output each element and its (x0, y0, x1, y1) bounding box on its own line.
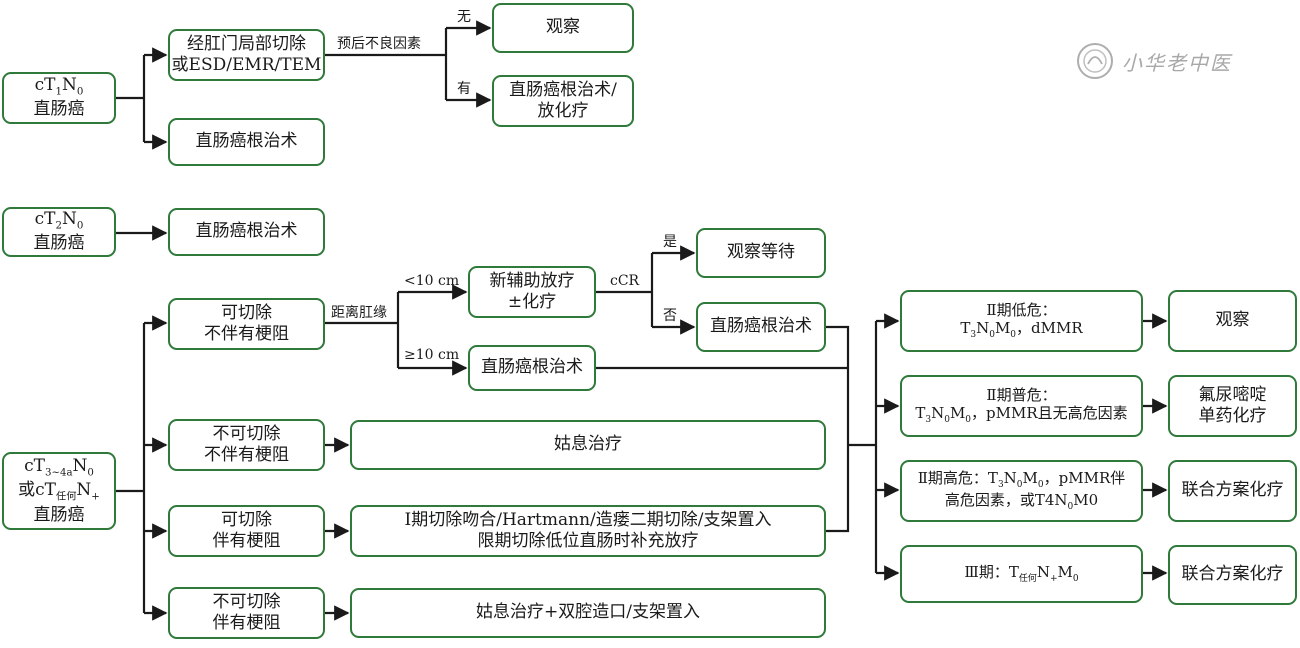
label-distance-from-anal-verge: 距离肛缘 (331, 305, 387, 321)
node-stage2-low-risk: Ⅱ期低危： T3N0M0，dMMR (900, 290, 1143, 352)
node-fluorouracil-monotherapy: 氟尿嘧啶 单药化疗 (1168, 375, 1297, 437)
node-unresectable-no-obstruction: 不可切除 不伴有梗阻 (168, 419, 325, 471)
node-local-excision: 经肛门局部切除 或ESD/EMR/TEM (168, 29, 325, 81)
node-radical-surgery-after-neoadjuvant: 直肠癌根治术 (696, 302, 826, 352)
node-radical-surgery-t1: 直肠癌根治术 (168, 118, 325, 166)
node-palliative-care: 姑息治疗 (350, 420, 826, 470)
watermark-text: 小华老中医 (1122, 50, 1232, 75)
seal-icon (1077, 43, 1113, 79)
node-observation-stage2: 观察 (1168, 290, 1297, 352)
node-observation-t1: 观察 (492, 3, 634, 53)
node-resectable-no-obstruction: 可切除 不伴有梗阻 (168, 298, 325, 350)
label-fou: 否 (663, 308, 677, 324)
node-radical-surgery-t2: 直肠癌根治术 (168, 208, 325, 256)
node-stage2-high-risk: Ⅱ期高危：T3N0M0，pMMR伴 高危因素，或T4N0M0 (900, 460, 1143, 522)
node-radical-surgery-distal: 直肠癌根治术 (468, 345, 596, 391)
label-yes: 有 (457, 81, 471, 97)
node-neoadjuvant-radiotherapy: 新辅助放疗 ±化疗 (468, 266, 596, 318)
node-palliative-stoma-stent: 姑息治疗+双腔造口/支架置入 (350, 588, 826, 638)
node-stage3: Ⅲ期：T任何N+M0 (900, 545, 1143, 603)
node-stage2-average-risk: Ⅱ期普危： T3N0M0，pMMR且无高危因素 (900, 375, 1143, 437)
node-radical-or-chemoradiation: 直肠癌根治术/ 放化疗 (492, 75, 634, 127)
label-ge-10cm: ≥10 cm (404, 347, 460, 363)
watermark: 小华老中医 (1076, 42, 1232, 80)
node-combination-chemotherapy-a: 联合方案化疗 (1168, 460, 1297, 522)
node-combination-chemotherapy-b: 联合方案化疗 (1168, 545, 1297, 605)
node-ct2n0-rectal-cancer: cT2N0 直肠癌 (2, 207, 116, 257)
node-staged-resection: Ⅰ期切除吻合/Hartmann/造瘘二期切除/支架置入 限期切除低位直肠时补充放… (350, 505, 826, 557)
label-lt-10cm: <10 cm (404, 273, 460, 289)
label-shi: 是 (663, 234, 677, 250)
label-ccr: cCR (610, 273, 640, 289)
node-resectable-with-obstruction: 可切除 伴有梗阻 (168, 505, 325, 557)
node-ct1n0-rectal-cancer: cT1N0 直肠癌 (2, 72, 116, 124)
node-ct34-rectal-cancer: cT3~4aN0 或cT任何N+ 直肠癌 (2, 452, 116, 530)
label-poor-prognosis: 预后不良因素 (337, 36, 421, 52)
node-unresectable-with-obstruction: 不可切除 伴有梗阻 (168, 587, 325, 639)
label-no: 无 (457, 9, 471, 25)
node-watch-and-wait: 观察等待 (696, 228, 826, 278)
